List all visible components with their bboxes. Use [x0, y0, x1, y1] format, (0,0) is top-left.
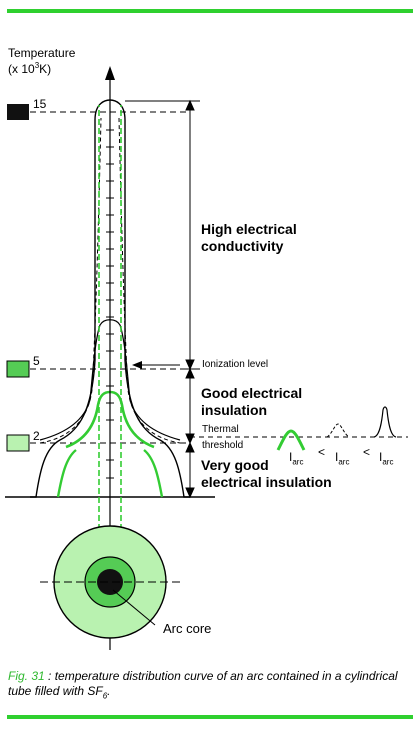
iarc-label-1: Iarc	[289, 450, 303, 466]
figure-caption: Fig. 31 : temperature distribution curve…	[8, 669, 412, 701]
thermal-threshold-label-2: threshold	[202, 440, 244, 451]
caption-text: : temperature distribution curve of an a…	[8, 669, 398, 698]
thermal-threshold-label-1: Thermal	[202, 424, 239, 435]
dashed-black-curve	[39, 117, 181, 444]
bottom-rule	[7, 715, 413, 719]
arc-core-dot	[97, 569, 123, 595]
axis-title-sup: 3	[34, 61, 40, 70]
axis-title-line2: (x 103K)	[8, 61, 52, 76]
level-2-label: 2	[33, 429, 40, 443]
small-arc-curve-1	[276, 429, 306, 451]
very-good-insulation-label-2: electrical insulation	[201, 474, 332, 490]
iarc-symbol-3: I	[379, 450, 383, 464]
level-5-marker	[6, 360, 30, 378]
iarc-sub-3: arc	[382, 457, 394, 467]
axis-title-line2-start: (x 10	[8, 62, 35, 76]
dimension-arrows	[125, 99, 200, 499]
caption-sub: 6	[102, 691, 108, 701]
small-arc-curve-2	[326, 423, 350, 438]
ionization-label: Ionization level	[202, 359, 269, 370]
caption-end: .	[107, 684, 111, 698]
level-2-marker	[6, 434, 30, 452]
level-15-label: 15	[33, 97, 47, 111]
top-rule	[7, 9, 413, 13]
iarc-label-3: Iarc	[379, 450, 393, 466]
axis-title-line1: Temperature	[8, 46, 76, 60]
high-conductivity-label-2: conductivity	[201, 238, 284, 254]
high-conductivity-label-1: High electrical	[201, 221, 297, 237]
ionization-arrowhead	[132, 361, 142, 369]
axis-arrowhead	[105, 66, 115, 80]
axis-ticks	[106, 129, 114, 479]
good-insulation-label-1: Good electrical	[201, 385, 303, 401]
green-dashed-column	[98, 105, 122, 530]
iarc-sub-1: arc	[292, 457, 304, 467]
caption-figure-number: Fig. 31	[8, 669, 45, 683]
green-outer-curve	[56, 449, 164, 498]
arc-core-leader	[112, 589, 156, 626]
iarc-label-2: Iarc	[335, 450, 349, 466]
less-than-2: <	[363, 445, 371, 459]
small-arc-curve-3	[373, 406, 397, 438]
iarc-symbol-2: I	[335, 450, 339, 464]
level-15-marker	[7, 104, 29, 120]
axis-title-line2-end: K)	[39, 62, 52, 76]
level-5-label: 5	[33, 354, 40, 368]
iarc-sub-2: arc	[338, 457, 350, 467]
less-than-1: <	[318, 445, 326, 459]
iarc-symbol-1: I	[289, 450, 293, 464]
very-good-insulation-label-1: Very good	[201, 457, 269, 473]
arc-core-label: Arc core	[163, 621, 212, 636]
good-insulation-label-2: insulation	[201, 402, 268, 418]
